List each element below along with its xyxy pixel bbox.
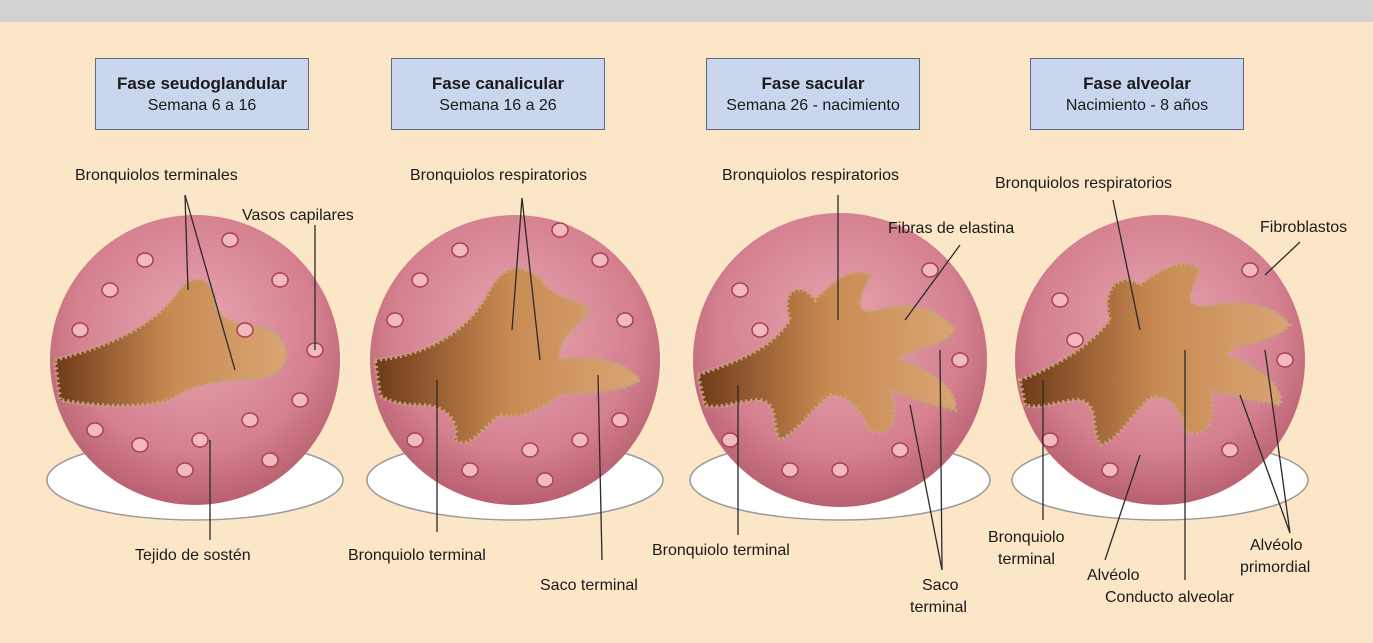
- label-fibras-elastina: Fibras de elastina: [888, 220, 1014, 237]
- label-bronquiolo: Bronquiolo: [988, 529, 1065, 546]
- label-terminal: terminal: [998, 551, 1055, 568]
- disc-sacular: [690, 213, 990, 520]
- label-conducto-alveolar: Conducto alveolar: [1105, 589, 1235, 606]
- label-saco: Saco: [922, 577, 959, 594]
- label-bronquiolo-terminal: Bronquiolo terminal: [348, 547, 486, 564]
- disc-canalicular: [367, 215, 663, 520]
- label-alveolo-primordial-a: Alvéolo: [1250, 537, 1303, 554]
- label-alveolo: Alvéolo: [1087, 567, 1140, 584]
- label-tejido-sosten: Tejido de sostén: [135, 547, 251, 564]
- label-alveolo-primordial-b: primordial: [1240, 559, 1310, 576]
- label-saco-terminal: Saco terminal: [540, 577, 638, 594]
- label-fibroblastos: Fibroblastos: [1260, 219, 1347, 236]
- label-terminal: terminal: [910, 599, 967, 616]
- label-bronquiolos-respiratorios: Bronquiolos respiratorios: [995, 175, 1172, 192]
- label-vasos-capilares: Vasos capilares: [242, 207, 354, 224]
- label-bronquiolos-respiratorios: Bronquiolos respiratorios: [722, 167, 899, 184]
- label-bronquiolos-respiratorios: Bronquiolos respiratorios: [410, 167, 587, 184]
- label-bronquiolo-terminal: Bronquiolo terminal: [652, 542, 790, 559]
- label-bronquiolos-terminales: Bronquiolos terminales: [75, 167, 238, 184]
- disc-alveolar: [1012, 215, 1308, 520]
- disc-seudoglandular: [47, 215, 343, 520]
